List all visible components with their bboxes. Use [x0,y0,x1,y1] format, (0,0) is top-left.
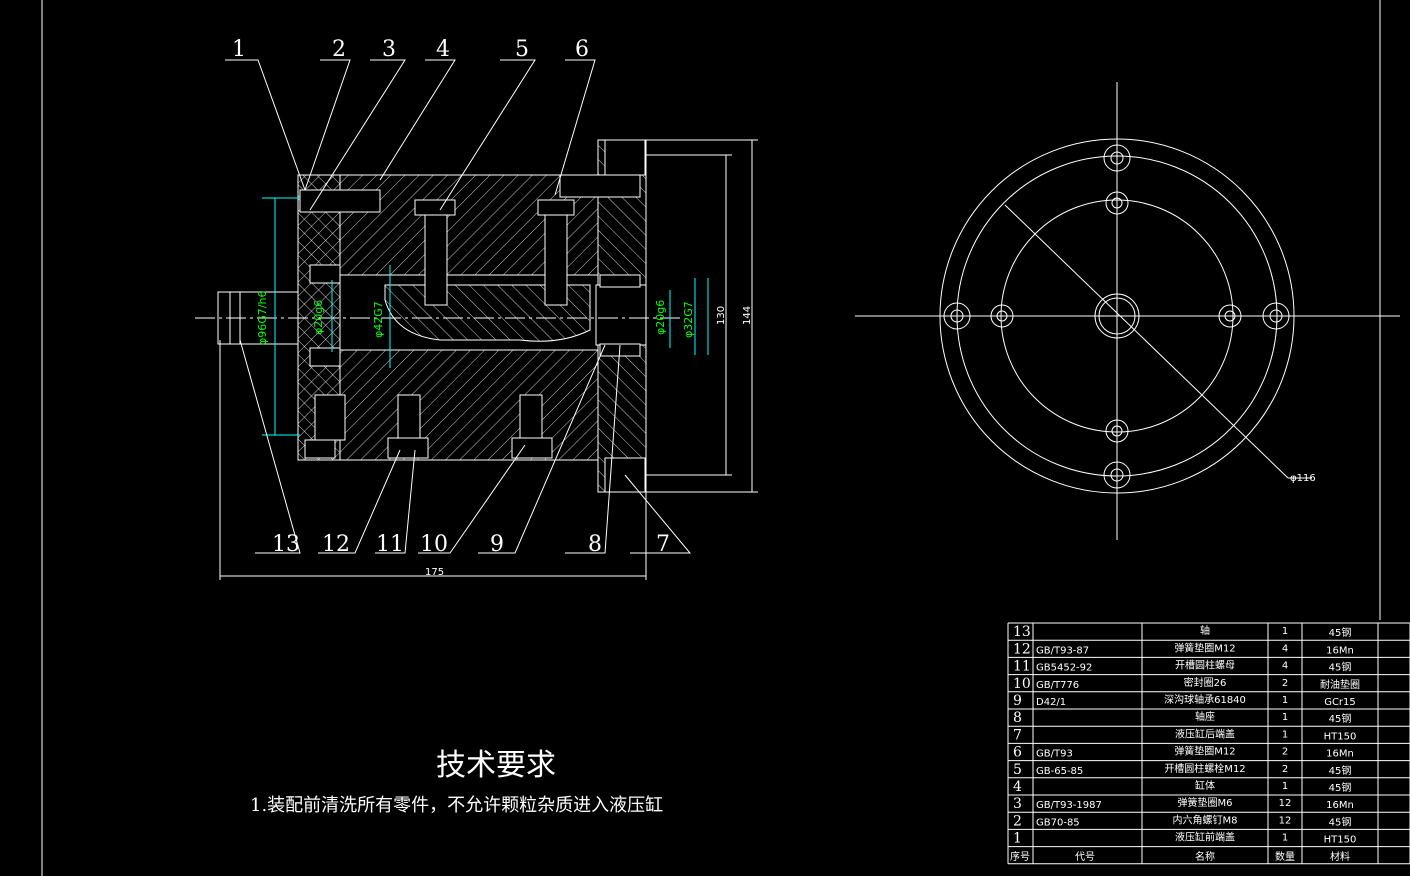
requirement-1: 1.装配前清洗所有零件，不允许颗粒杂质进入液压缸 [250,794,663,816]
bom-row-no: 2 [1013,813,1022,829]
bom-row-name: 液压缸后端盖 [1175,727,1235,740]
bom-row-code: GB/T776 [1036,680,1079,691]
bom-row-qty: 1 [1282,781,1288,792]
callout-8: 8 [588,532,602,557]
bom-row-no: 13 [1013,624,1031,640]
end-view [855,82,1400,540]
bom-row-no: 12 [1013,641,1031,657]
bom-row-qty: 1 [1282,729,1288,740]
bom-header-qty: 数量 [1275,850,1295,863]
dim-20g6-left: φ20g6 [312,300,325,335]
bom-row-material: 45钢 [1329,815,1352,828]
bom-header-material: 材料 [1330,850,1350,863]
bom-row-material: 45钢 [1329,626,1352,639]
bom-row-name: 弹簧垫圈M6 [1178,796,1233,809]
callout-11: 11 [376,532,404,557]
bom-row-qty: 1 [1282,695,1288,706]
bom-row-qty: 2 [1282,747,1288,758]
bom-row-name: 缸体 [1195,779,1215,792]
callout-9: 9 [490,532,504,557]
callout-3: 3 [382,37,396,62]
bom-row-no: 1 [1013,831,1022,847]
callout-5: 5 [515,37,529,62]
bom-row-material: HT150 [1324,835,1357,846]
bom-row-qty: 1 [1282,833,1288,844]
bom-row-no: 4 [1013,779,1022,795]
bom-row-code: GB5452-92 [1036,663,1092,674]
dim-144: 144 [742,306,753,325]
bom-row-material: 45钢 [1329,661,1352,674]
bom-row-no: 8 [1013,710,1022,726]
callout-4: 4 [436,37,450,62]
bom-row-code: GB-65-85 [1036,766,1083,777]
callouts-top: 1 2 3 4 5 6 [232,37,589,62]
bom-row-qty: 4 [1282,643,1288,654]
dim-116: φ116 [1290,473,1316,484]
bom-row-code: D42/1 [1036,697,1066,708]
bom-header-code: 代号 [1075,851,1095,863]
bom-row-qty: 12 [1279,798,1292,809]
leader-lines [225,59,692,554]
bom-row-no: 11 [1013,659,1031,675]
dim-96g7: φ96G7/h6 [256,291,269,345]
callout-10: 10 [420,532,448,557]
bom-row-qty: 4 [1282,661,1288,672]
requirements-title: 技术要求 [436,748,556,783]
bom-row-no: 9 [1013,693,1022,709]
dim-42g7: φ42G7 [372,301,385,338]
callout-7: 7 [656,532,670,557]
callout-2: 2 [332,37,346,62]
bom-row-no: 6 [1013,745,1022,761]
bom-header-name: 名称 [1195,850,1215,863]
overall-dims [219,139,758,580]
bom-row-name: 密封圈26 [1184,676,1227,689]
bom-row-name: 深沟球轴承61840 [1164,693,1246,706]
bom-row-name: 内六角螺钉M8 [1173,813,1238,826]
bom-row-material: HT150 [1324,731,1357,742]
bom-row-material: 耐油垫圈 [1320,678,1360,691]
bom-row-material: GCr15 [1324,697,1356,708]
bom-header-no: 序号 [1010,850,1030,863]
dim-20g6-right: φ20g6 [654,300,667,335]
bom-row-material: 45钢 [1329,712,1352,725]
dim-175: 175 [425,567,444,578]
dimension-lines [262,197,709,436]
dim-130: 130 [716,306,727,325]
dim-32g7: φ32G7 [682,301,695,338]
bom-row-code: GB70-85 [1036,817,1080,828]
bom-row-name: 弹簧垫圈M12 [1174,745,1235,758]
bom-row-qty: 1 [1282,712,1288,723]
callout-1: 1 [232,37,246,62]
bom-row-name: 开槽圆柱螺母 [1175,659,1235,672]
bom-row-name: 轴座 [1195,710,1215,723]
bom-row-no: 3 [1013,796,1022,812]
bom-row-material: 45钢 [1329,764,1352,777]
bom-row-name: 液压缸前端盖 [1175,831,1235,844]
bom-row-name: 开槽圆柱螺栓M12 [1164,762,1245,775]
bom-row-material: 16Mn [1326,800,1354,811]
bom-row-qty: 1 [1282,626,1288,637]
bom-row-no: 10 [1013,676,1031,692]
bom-row-code: GB/T93-87 [1036,645,1089,656]
bom-row-no: 7 [1013,727,1022,743]
bom-row-material: 16Mn [1326,749,1354,760]
bom-row-material: 45钢 [1329,781,1352,794]
drawing-border [41,0,1381,876]
bom-row-qty: 2 [1282,764,1288,775]
bom-row-code: GB/T93-1987 [1036,800,1102,811]
callout-13: 13 [272,532,300,557]
bom-row-qty: 2 [1282,678,1288,689]
bom-row-code: GB/T93 [1036,749,1073,760]
bom-row-material: 16Mn [1326,645,1354,656]
bom-row-name: 轴 [1200,624,1210,637]
callout-6: 6 [575,37,589,62]
section-view [195,139,680,493]
bom-row-name: 弹簧垫圈M12 [1174,641,1235,654]
callouts-bottom: 13 12 11 10 9 8 7 [272,532,670,557]
bom-row-no: 5 [1013,762,1022,778]
callout-12: 12 [322,532,350,557]
bom-row-qty: 12 [1279,815,1292,826]
